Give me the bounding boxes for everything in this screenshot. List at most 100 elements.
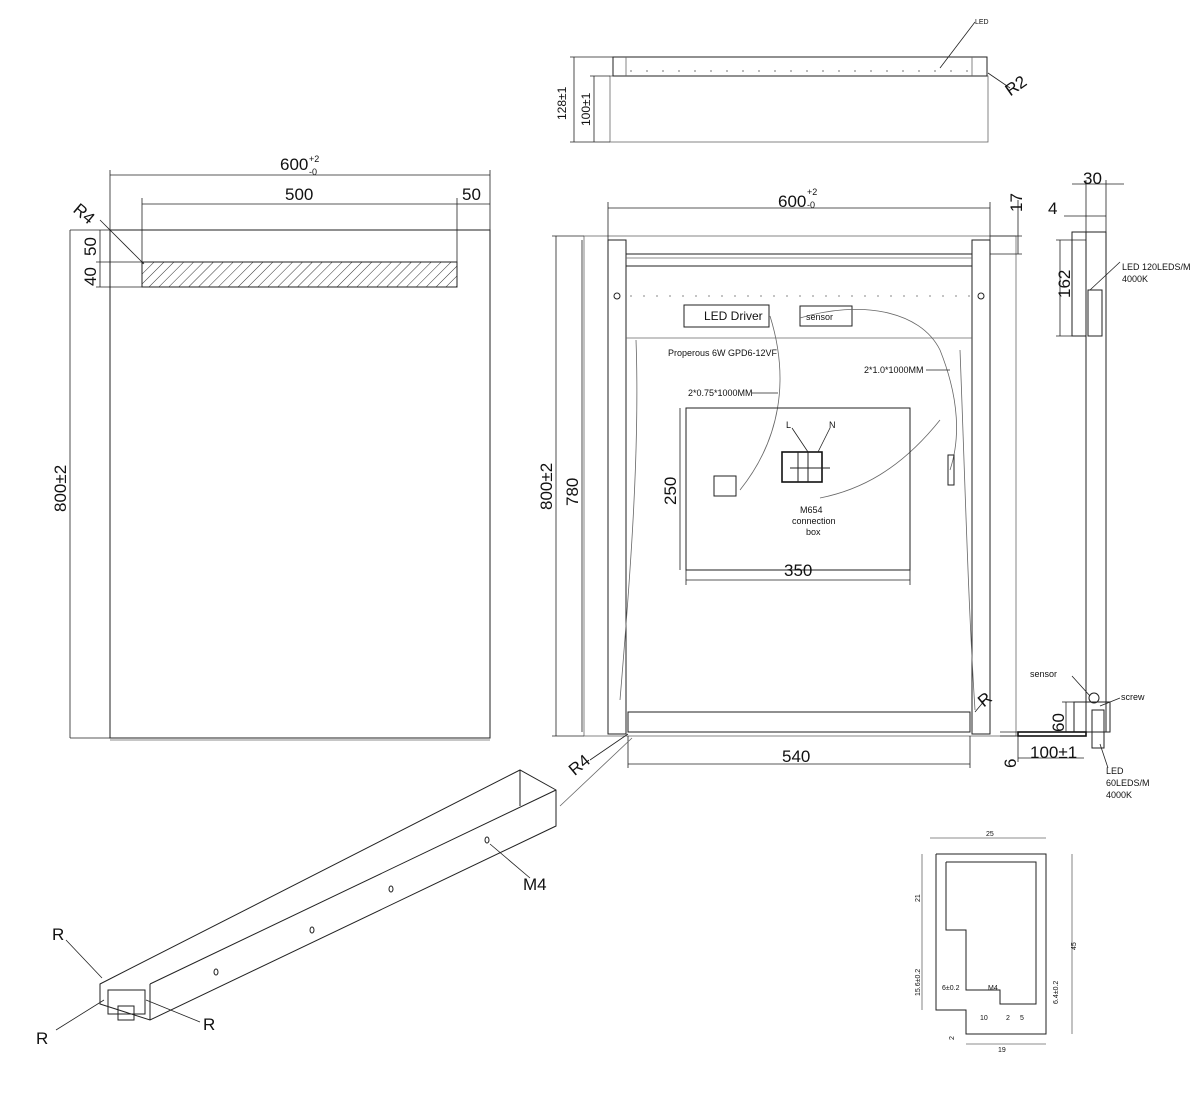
box-height-label: 250: [661, 477, 680, 505]
box-width-label: 350: [784, 561, 812, 580]
connection-box-label-2: connection: [792, 516, 836, 526]
side-led-top-leader: [1089, 261, 1121, 291]
section-b10-label: 10: [980, 1015, 988, 1022]
led-driver-label: LED Driver: [704, 309, 763, 323]
back-right-rail: [971, 239, 991, 735]
top-view: LED R2 128±1 100±1: [555, 19, 1031, 143]
connection-box-label-1: M654: [800, 505, 823, 515]
back-top-profile: [625, 253, 973, 267]
left-keyhole-icon: [613, 292, 621, 300]
terminal-l-label: L: [786, 420, 791, 430]
profile-radius-a-label: R: [52, 925, 64, 944]
sensor-label: sensor: [806, 312, 833, 322]
profile-end-slot: [107, 989, 146, 1015]
terminal-l-leader: [791, 427, 809, 453]
side-bottom-led: [1091, 709, 1105, 749]
profile-isometric: M4 R R R: [36, 769, 557, 1048]
right-cable: [959, 349, 976, 711]
section-left-lower-label: 15.6±0.2: [915, 969, 922, 996]
section-right-label: 45: [1071, 942, 1078, 950]
section-outer: [935, 853, 1047, 1035]
section-b2-left-label: 2: [949, 1036, 956, 1040]
side-top-bracket: [1071, 231, 1087, 337]
sensor-box: [799, 305, 853, 327]
side-screw-label: screw: [1121, 692, 1145, 702]
profile-body-outline: [99, 769, 557, 1021]
front-strip-height-label: 40: [81, 267, 100, 286]
connection-box-label-3: box: [806, 527, 821, 537]
bottom-width-label: 540: [782, 747, 810, 766]
side-shelf-t-label: 6: [1001, 759, 1020, 768]
top-total-label: 128±1: [555, 86, 569, 120]
side-shelf-h-label: 60: [1049, 713, 1068, 732]
back-bottom-profile: [627, 711, 971, 733]
top-led-label: LED: [975, 19, 989, 26]
terminal-n-label: N: [829, 420, 836, 430]
side-view: LED 120LEDS/M 4000K 30 4 162 sensor scre…: [1000, 169, 1191, 800]
section-bottom-label: 19: [998, 1047, 1006, 1054]
small-junction-box: [713, 475, 737, 497]
profile-hole-1: [484, 836, 490, 844]
cable-right-label: 2*1.0*1000MM: [864, 365, 924, 375]
front-margin-label: 50: [462, 185, 481, 204]
section-top-label: 25: [986, 831, 994, 838]
terminal-block: [781, 451, 823, 483]
profile-hole-3: [309, 926, 315, 934]
profile-top-edge: [149, 789, 557, 985]
profile-callout-leader: [559, 737, 633, 807]
top-radius-label: R2: [1002, 72, 1031, 100]
profile-end-notch: [117, 1005, 135, 1021]
back-frame-outline: [583, 235, 1017, 737]
driver-model-label: Properous 6W GPD6-12VF: [668, 348, 778, 358]
profile-radius-b-label: R: [36, 1029, 48, 1048]
profile-radius-a-leader: [65, 939, 103, 979]
top-body-outline: [609, 75, 989, 143]
side-sensor-label: sensor: [1030, 669, 1057, 679]
sensor-cable: [799, 308, 957, 471]
side-shelf: [1017, 731, 1087, 737]
side-led-height-label: 162: [1055, 270, 1074, 298]
front-led-strip-hatched: [141, 261, 458, 288]
back-left-rail: [607, 239, 627, 735]
front-mirror-outline: [109, 229, 491, 739]
side-glass-label: 4: [1048, 199, 1057, 218]
front-width-tol-lower: -0: [309, 167, 317, 177]
driver-cable: [739, 315, 781, 491]
back-inner-height-label: 780: [563, 478, 582, 506]
side-body: [1085, 231, 1107, 733]
front-radius-leader: [99, 219, 145, 265]
side-led-channel: [1087, 289, 1103, 337]
cable-left-label: 2*0.75*1000MM: [688, 388, 753, 398]
led-driver-box: [683, 304, 770, 328]
radius-r-label: R: [974, 688, 996, 710]
side-shelf-w-label: 100±1: [1030, 743, 1077, 762]
top-led-leader: [939, 21, 976, 69]
side-led-top-label-1: LED 120LEDS/M: [1122, 262, 1191, 272]
back-offset-label: 17: [1007, 193, 1026, 212]
front-height-label: 800±2: [51, 465, 70, 512]
radius-r4-label: R4: [565, 751, 594, 780]
back-width-tol-upper: +2: [807, 187, 817, 197]
section-b2-label: 2: [1006, 1015, 1010, 1022]
radius-r4-leader: [589, 733, 629, 761]
front-width-label: 600: [280, 155, 308, 174]
front-radius-label: R4: [70, 200, 99, 229]
section-inner: [945, 861, 1037, 1005]
front-top-margin-label: 50: [81, 237, 100, 256]
section-b5-label: 5: [1020, 1015, 1024, 1022]
side-led-bottom-label-1: LED: [1106, 766, 1124, 776]
profile-radius-c-leader: [145, 999, 201, 1023]
side-sensor-icon: [1088, 692, 1100, 704]
back-height-label: 800±2: [537, 463, 556, 510]
profile-thread-label: M4: [523, 875, 547, 894]
front-inner-width-label: 500: [285, 185, 313, 204]
left-cable: [619, 339, 638, 701]
side-sensor-leader: [1071, 675, 1091, 697]
section-inner-right-label: 6.4±0.2: [1053, 981, 1060, 1004]
connection-box-outline: [685, 407, 911, 571]
back-view: LED Driver Properous 6W GPD6-12VF sensor…: [537, 187, 1026, 807]
side-led-top-label-2: 4000K: [1122, 274, 1148, 284]
top-body-label: 100±1: [579, 92, 593, 126]
side-led-bottom-label-2: 60LEDS/M: [1106, 778, 1150, 788]
